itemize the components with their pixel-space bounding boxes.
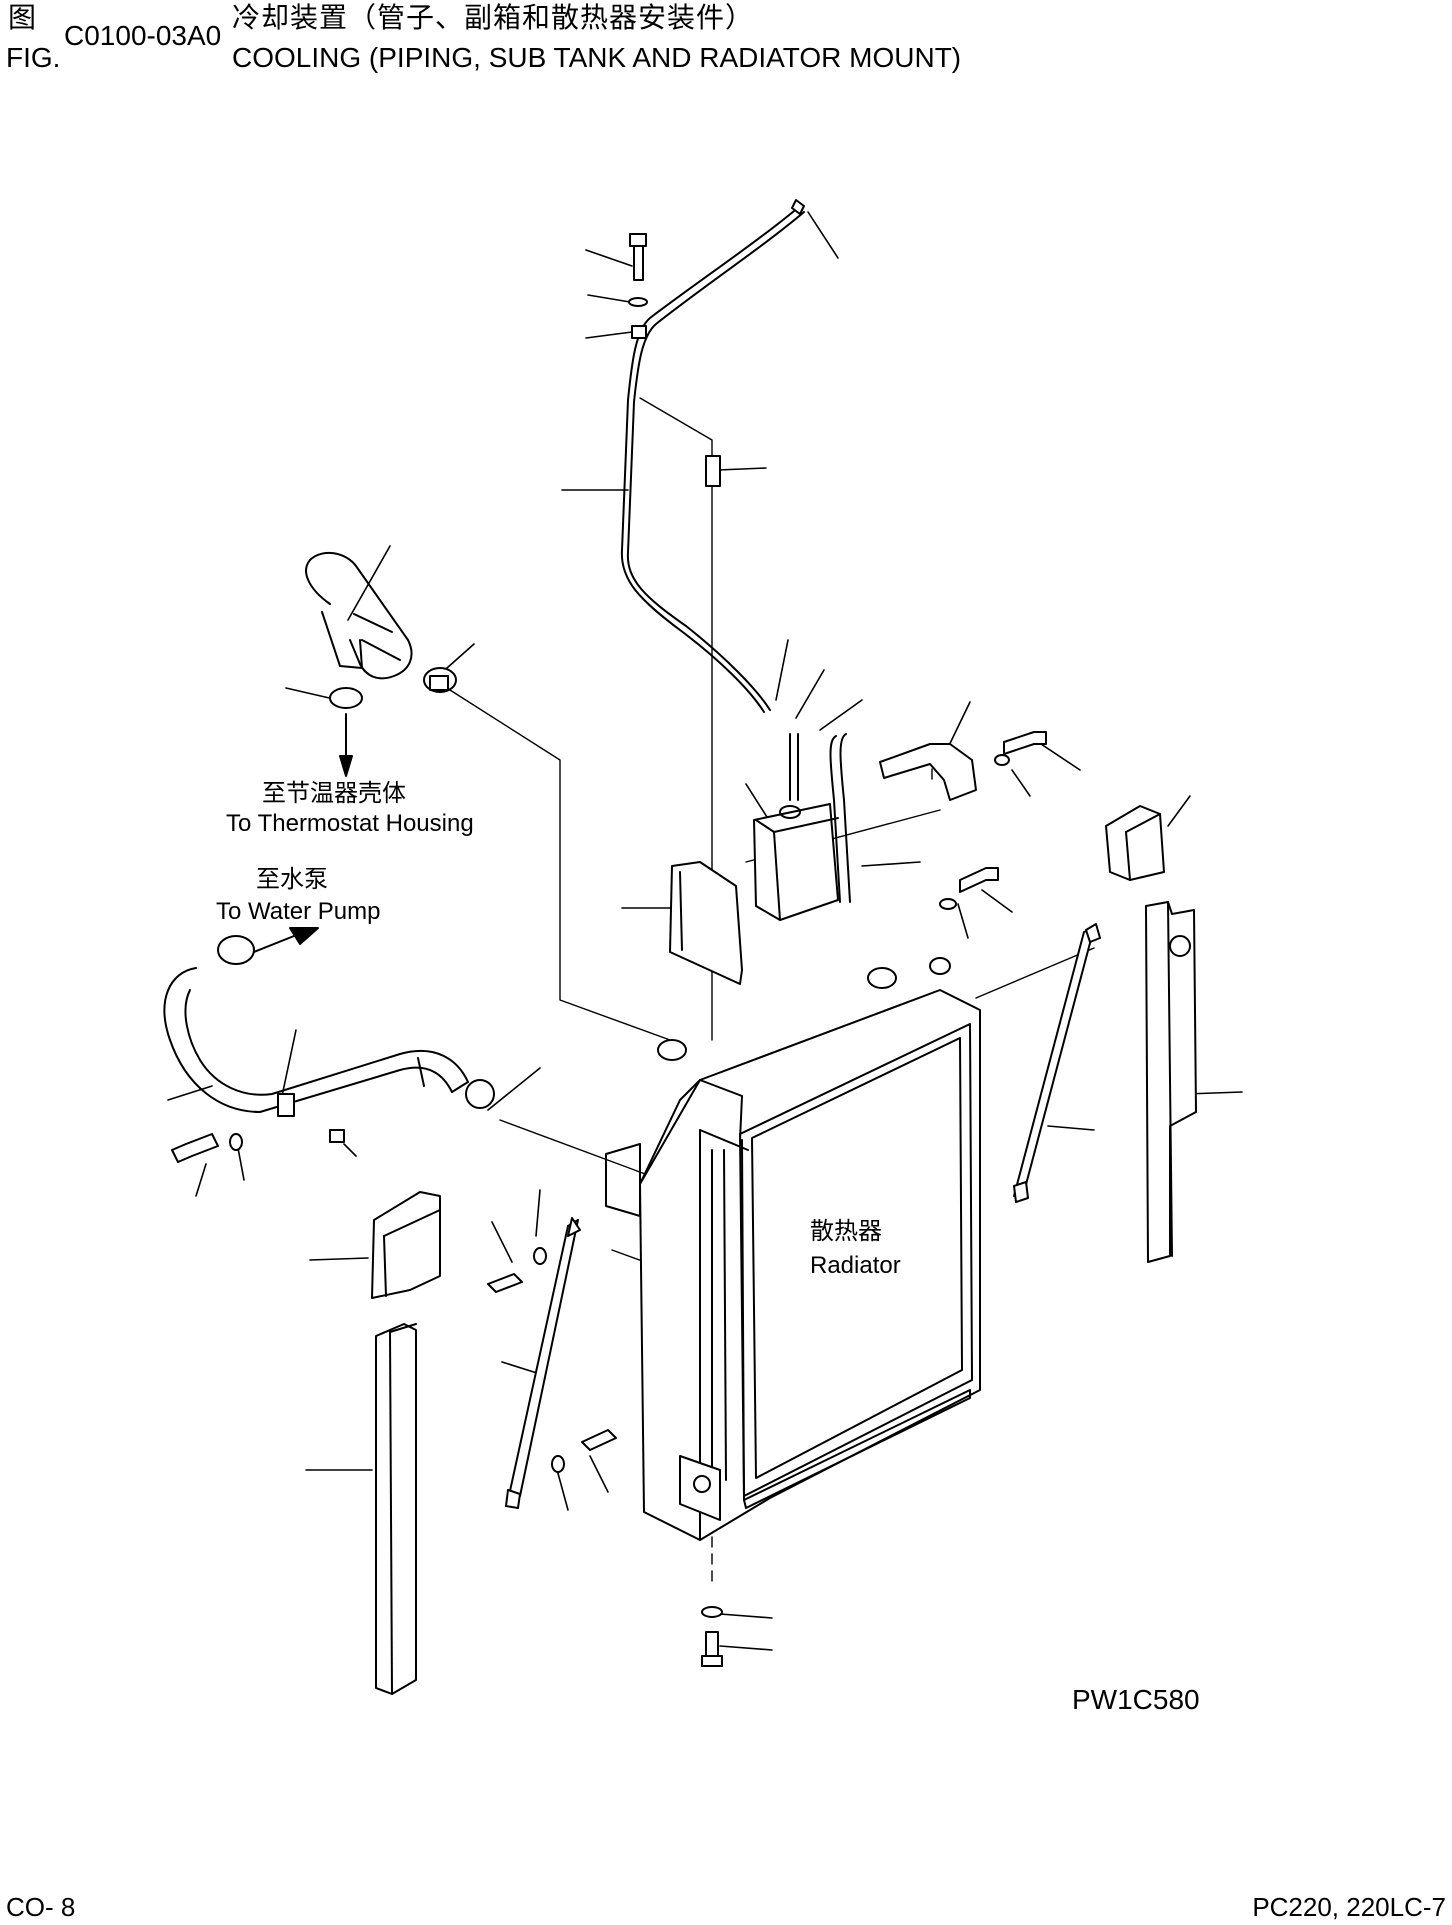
mid-bolt-group: [940, 868, 998, 909]
tank-mount-plate: [670, 862, 742, 984]
figure-title-en: COOLING (PIPING, SUB TANK AND RADIATOR M…: [232, 42, 962, 73]
arrow-head-water-pump: [290, 928, 318, 944]
drawing-id: PW1C580: [1072, 1684, 1200, 1715]
sub-tank: [754, 734, 850, 920]
lower-hose: [164, 936, 494, 1116]
left-stay-rod: [488, 1218, 616, 1508]
figure-label: FIG.: [6, 42, 61, 73]
tank-bracket: [880, 732, 1046, 800]
right-upper-seal: [1106, 806, 1164, 880]
arrow-to-water-pump: [254, 936, 294, 952]
label-radiator-cn: 散热器: [810, 1218, 882, 1245]
bottom-bolt-group: [702, 1607, 722, 1666]
page-number: CO- 8: [6, 1892, 76, 1922]
arrow-head-thermostat: [340, 756, 352, 776]
figure-code: C0100-03A0: [64, 20, 222, 51]
figure-title-cn: 冷却装置（管子、副箱和散热器安装件）: [232, 2, 755, 33]
left-bolt-group: [172, 1130, 344, 1162]
upper-hose: [306, 553, 456, 708]
label-water-pump-en: To Water Pump: [216, 898, 381, 925]
left-upper-seal: [372, 1192, 440, 1298]
right-stay-rod: [1014, 924, 1100, 1202]
right-seal-panel: [1146, 902, 1196, 1262]
top-bolt-group: [629, 234, 647, 338]
figure-char-cn: 图: [8, 2, 37, 33]
radiator: [606, 958, 980, 1540]
left-long-seal: [376, 1324, 416, 1694]
overflow-hose: [622, 200, 804, 712]
model-number: PC220, 220LC-7: [1252, 1892, 1446, 1922]
label-thermostat-cn: 至节温器壳体: [262, 780, 406, 807]
label-radiator-en: Radiator: [810, 1252, 901, 1279]
label-thermostat-en: To Thermostat Housing: [226, 810, 474, 837]
label-water-pump-cn: 至水泵: [256, 866, 328, 893]
